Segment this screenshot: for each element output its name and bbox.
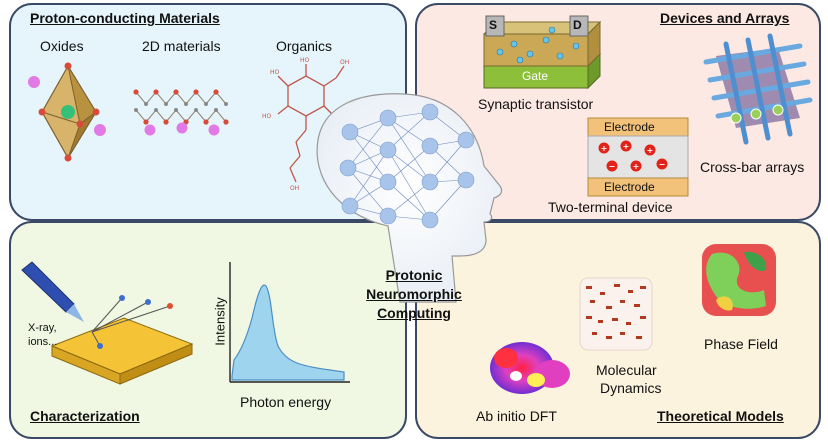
- synaptic-transistor-label: Synaptic transistor: [478, 96, 594, 112]
- drain-terminal-label: D: [573, 18, 582, 32]
- svg-text:OH: OH: [340, 59, 349, 66]
- synaptic-transistor-icon: [482, 15, 602, 90]
- sample-slab-icon: [50, 295, 194, 385]
- characterization-section-title: Characterization: [30, 408, 140, 424]
- two-terminal-device-icon: +++ −+−: [587, 117, 689, 197]
- intensity-axis-label: Intensity: [212, 297, 228, 346]
- probe-type-label-line1: X-ray,: [28, 322, 57, 334]
- panel-characterization: [9, 221, 407, 439]
- svg-text:HO: HO: [300, 57, 310, 64]
- molecular-dynamics-label-line1: Molecular: [596, 362, 657, 378]
- center-title-line3: Computing: [377, 305, 451, 321]
- source-terminal-label: S: [489, 18, 498, 32]
- svg-text:HO: HO: [270, 69, 280, 76]
- probe-icon: [21, 261, 84, 322]
- center-title-line1: Protonic: [385, 267, 443, 283]
- oxides-label: Oxides: [40, 38, 84, 54]
- crossbar-array-icon: [703, 33, 813, 145]
- oxide-octahedron-icon: [28, 62, 106, 162]
- cross-bar-arrays-label: Cross-bar arrays: [700, 159, 805, 175]
- electrode-top-label: Electrode: [604, 120, 655, 134]
- spectrum-plot-icon: [229, 262, 350, 383]
- center-title-line2: Neuromorphic: [366, 286, 462, 302]
- svg-text:OH: OH: [290, 185, 299, 192]
- materials-section-title: Proton-conducting Materials: [30, 10, 220, 26]
- theory-section-title: Theoretical Models: [657, 408, 784, 424]
- 2d-materials-label: 2D materials: [142, 38, 221, 54]
- electrode-bottom-label: Electrode: [604, 180, 655, 194]
- devices-section-title: Devices and Arrays: [660, 10, 790, 26]
- svg-text:+: +: [647, 146, 654, 155]
- svg-text:+: +: [601, 144, 608, 153]
- molecular-dynamics-label-line2: Dynamics: [600, 380, 662, 396]
- svg-text:−: −: [609, 162, 616, 171]
- two-terminal-device-label: Two-terminal device: [548, 199, 673, 215]
- dft-label: Ab initio DFT: [476, 408, 557, 424]
- svg-text:−: −: [659, 160, 666, 169]
- brain-network-icon: [316, 93, 503, 303]
- molecular-dynamics-icon: [579, 277, 653, 351]
- probe-type-label-line2: ions...: [28, 336, 58, 348]
- gate-label: Gate: [522, 69, 549, 83]
- center-title: Protonic Neuromorphic Computing: [366, 266, 462, 323]
- organics-label: Organics: [276, 38, 333, 54]
- 2d-material-lattice-icon: [133, 89, 229, 136]
- svg-text:+: +: [623, 142, 630, 151]
- phase-field-icon: [702, 244, 776, 316]
- svg-text:HO: HO: [262, 113, 272, 120]
- dft-density-icon: [490, 342, 570, 394]
- svg-text:+: +: [633, 162, 640, 171]
- phase-field-label: Phase Field: [704, 336, 778, 352]
- photon-energy-axis-label: Photon energy: [240, 394, 332, 410]
